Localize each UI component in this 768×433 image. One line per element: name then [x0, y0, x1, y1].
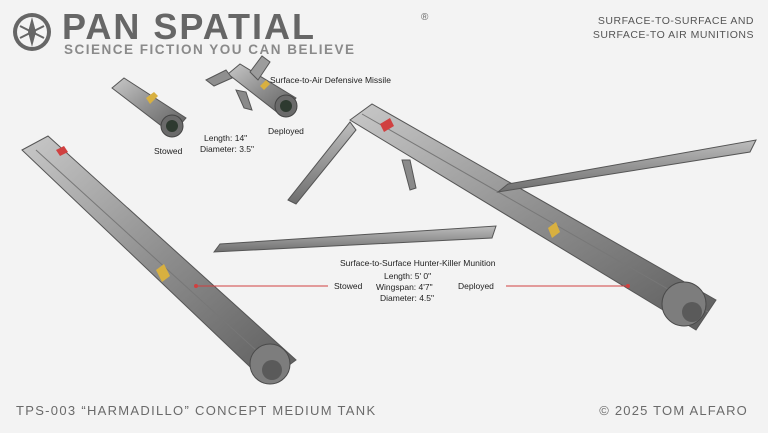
sam-deployed-label: Deployed	[268, 126, 304, 136]
hkm-diameter: Diameter: 4.5"	[380, 293, 435, 303]
sam-deployed-missile	[205, 55, 298, 118]
hkm-wingspan: Wingspan: 4'7"	[376, 282, 433, 292]
footer-copyright: © 2025 TOM ALFARO	[599, 403, 748, 418]
brand-title: PAN SPATIAL	[62, 6, 316, 47]
hkm-deployed-munition	[212, 103, 757, 331]
footer-project-title: TPS-003 “HARMADILLO” CONCEPT MEDIUM TANK	[16, 403, 377, 418]
sam-length: Length: 14"	[204, 133, 248, 143]
hkm-title: Surface-to-Surface Hunter-Killer Munitio…	[340, 258, 496, 268]
sam-stowed-missile	[111, 77, 187, 138]
sam-stowed-label: Stowed	[154, 146, 183, 156]
hkm-stowed-label: Stowed	[334, 281, 363, 291]
sam-title: Surface-to-Air Defensive Missile	[270, 75, 391, 85]
header-caption-line1: SURFACE-TO-SURFACE AND	[597, 15, 754, 27]
sam-diameter: Diameter: 3.5"	[200, 144, 255, 154]
hkm-stowed-munition	[21, 135, 297, 385]
hkm-length: Length: 5' 0"	[384, 271, 432, 281]
header-caption: SURFACE-TO-SURFACE AND SURFACE-TO AIR MU…	[593, 14, 754, 42]
brand-tagline: SCIENCE FICTION YOU CAN BELIEVE	[64, 42, 356, 57]
hkm-deployed-label: Deployed	[458, 281, 494, 291]
header-caption-line2: SURFACE-TO AIR MUNITIONS	[592, 29, 754, 41]
pan-spatial-logo-icon	[13, 13, 51, 51]
registered-mark: ®	[421, 12, 429, 23]
